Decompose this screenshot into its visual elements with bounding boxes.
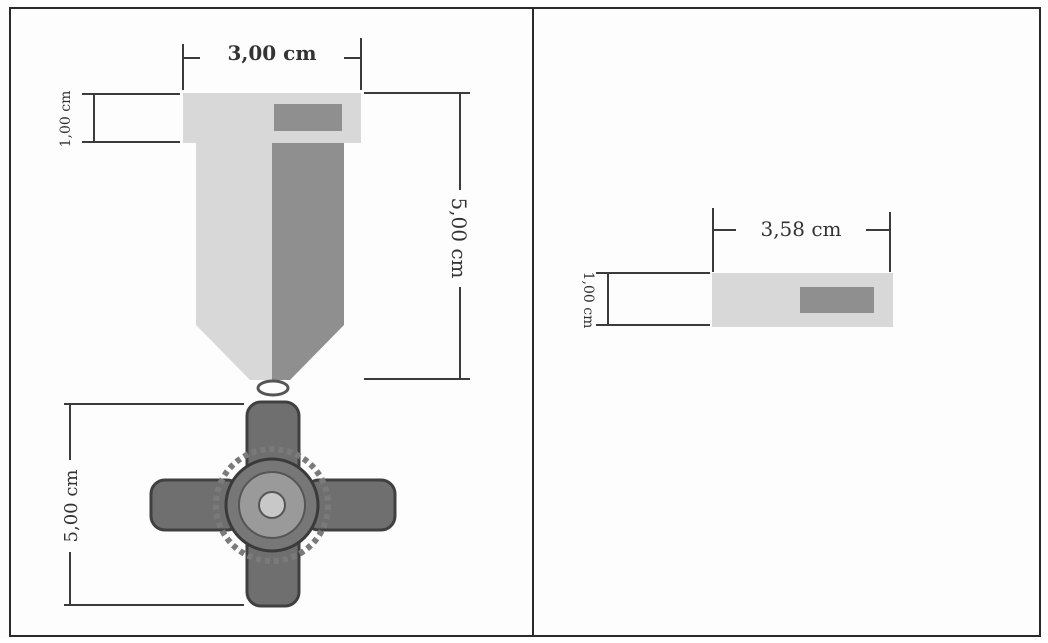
ribbon-drop-light — [196, 143, 272, 380]
ribbon-drop-dark — [272, 143, 344, 380]
medal-height-label: 5,00 cm — [61, 470, 82, 543]
suspension-ring — [256, 379, 290, 397]
dim-bar-height: 1,00 cm — [580, 272, 710, 329]
ribbon-top-height-label: 1,00 cm — [58, 91, 74, 148]
ribbon-top-bar — [183, 93, 361, 143]
right-panel: 3,58 cm 1,00 cm — [580, 208, 893, 328]
ribbon-top-dark-stripe — [274, 104, 342, 131]
dim-bar-width: 3,58 cm — [712, 208, 891, 272]
dim-ribbon-total-height: 5,00 cm — [364, 92, 471, 380]
ribbon-bar — [712, 273, 893, 327]
ribbon-width-label: 3,00 cm — [227, 41, 316, 65]
dim-ribbon-top-height: 1,00 cm — [58, 91, 180, 148]
dim-medal-height: 5,00 cm — [61, 403, 244, 606]
ribbon-drop — [196, 143, 344, 380]
bar-width-label: 3,58 cm — [760, 217, 841, 241]
ribbon-bar-dark-stripe — [800, 287, 874, 313]
dim-ribbon-width: 3,00 cm — [182, 38, 362, 90]
medal-cross — [149, 400, 397, 608]
medal-center-emblem — [258, 491, 286, 519]
ribbon-total-height-label: 5,00 cm — [447, 197, 471, 278]
medal-laurel — [213, 446, 331, 564]
left-panel: 3,00 cm 1,00 cm 5,00 cm — [58, 38, 471, 608]
bar-height-label: 1,00 cm — [580, 272, 596, 329]
outer-frame — [9, 7, 1041, 637]
